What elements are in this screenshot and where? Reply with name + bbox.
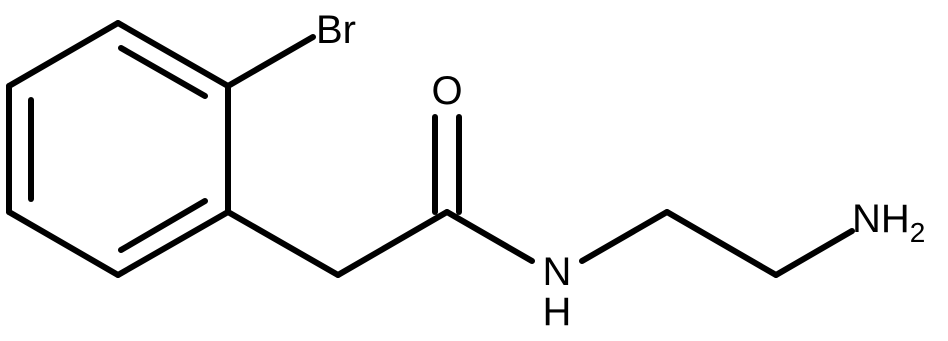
amide-nitrogen-label: N bbox=[543, 250, 572, 294]
ch2-ch2-bond bbox=[664, 209, 779, 278]
amide-hydrogen-label: H bbox=[543, 290, 572, 334]
carbonyl-n-bond bbox=[444, 209, 535, 264]
ring-bond bbox=[115, 20, 231, 89]
amine-nh-text: NH bbox=[852, 197, 910, 241]
ring-double-bond bbox=[118, 198, 208, 253]
ring-bond bbox=[6, 20, 121, 89]
amine-subscript: 2 bbox=[910, 217, 926, 248]
amine-label: NH2 bbox=[852, 197, 925, 248]
oxygen-label: O bbox=[431, 69, 462, 113]
ch2-carbonyl-bond bbox=[335, 209, 450, 278]
ring-ch2-bond bbox=[225, 209, 341, 278]
ch2-nh2-bond bbox=[773, 228, 855, 278]
ring-bond bbox=[115, 209, 231, 278]
ring-bond bbox=[6, 209, 121, 278]
bromine-label: Br bbox=[316, 8, 356, 52]
n-ch2-bond bbox=[579, 209, 670, 264]
benzene-ring bbox=[6, 20, 231, 278]
ring-double-bond bbox=[118, 45, 208, 99]
c-br-bond bbox=[225, 34, 316, 89]
